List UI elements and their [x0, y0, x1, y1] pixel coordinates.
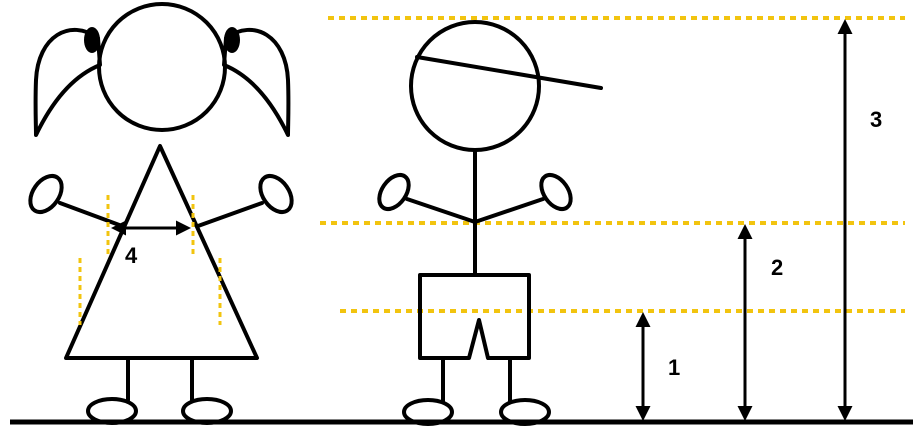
girl-right-arm: [198, 203, 262, 226]
girl-left-hand: [24, 170, 68, 218]
girl-left-foot: [88, 399, 136, 423]
boy-shorts: [420, 275, 529, 358]
measurement-3-label: 3: [870, 107, 882, 132]
girl-dress: [66, 146, 257, 358]
boy-cap-brim: [417, 57, 601, 88]
boy-left-hand: [373, 170, 414, 215]
girl-figure: [24, 4, 298, 423]
girl-left-arm: [60, 203, 122, 226]
boy-head: [411, 22, 539, 150]
girl-left-bow: [84, 27, 100, 53]
boy-right-arm: [475, 199, 543, 222]
measurement-1-label: 1: [668, 355, 680, 380]
measurement-2-label: 2: [771, 255, 783, 280]
girl-right-foot: [183, 399, 231, 423]
measurement-4-label: 4: [125, 243, 138, 268]
girl-head: [99, 4, 225, 130]
girl-right-hand: [254, 170, 298, 218]
boy-right-hand: [535, 170, 576, 215]
girl-right-bow: [224, 27, 240, 53]
boy-left-arm: [407, 199, 475, 222]
